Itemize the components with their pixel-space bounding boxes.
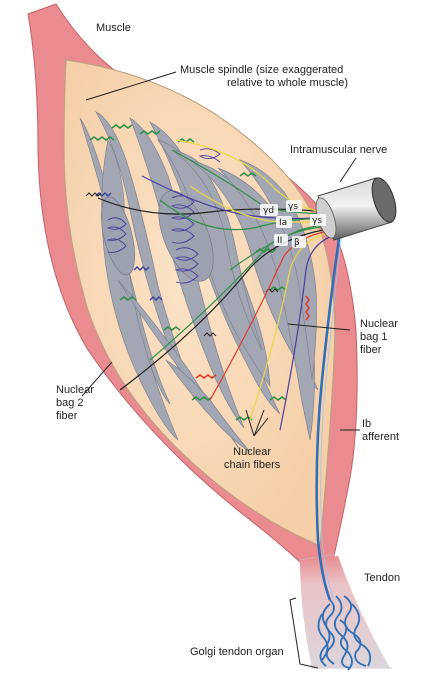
label-chain-line1: Nuclear bbox=[233, 446, 272, 458]
label-ii: II bbox=[277, 236, 282, 246]
label-muscle-spindle: Muscle spindle (size exaggerated relativ… bbox=[180, 64, 400, 90]
label-muscle-spindle-line1: Muscle spindle (size exaggerated bbox=[180, 64, 344, 76]
label-gamma-s-lower: γs bbox=[312, 216, 322, 226]
label-ib-afferent: Ib afferent bbox=[362, 418, 399, 444]
label-bag2-line1: Nuclear bbox=[56, 384, 94, 396]
label-bag2-line3: fiber bbox=[56, 410, 78, 422]
label-tendon: Tendon bbox=[364, 572, 401, 584]
label-ib-line2: afferent bbox=[362, 431, 400, 443]
nerve-type-labels: γd γs Ia γs II β bbox=[260, 200, 326, 248]
label-chain-line2: chain fibers bbox=[224, 459, 281, 471]
label-nuclear-bag-1: Nuclear bag 1 fiber bbox=[360, 318, 398, 357]
label-golgi-tendon-organ: Golgi tendon organ bbox=[190, 646, 284, 658]
label-bag1-line1: Nuclear bbox=[360, 318, 398, 330]
label-bag1-line3: fiber bbox=[360, 344, 382, 356]
label-beta: β bbox=[294, 238, 300, 248]
leader-lines bbox=[81, 71, 360, 669]
label-nuclear-chain-fibers: Nuclear chain fibers bbox=[224, 446, 280, 472]
label-nuclear-bag-2: Nuclear bag 2 fiber bbox=[56, 384, 94, 423]
secondary-endings bbox=[95, 192, 163, 301]
label-ia: Ia bbox=[279, 218, 287, 228]
label-bag2-line2: bag 2 bbox=[56, 397, 84, 409]
label-bag1-line2: bag 1 bbox=[360, 331, 388, 343]
label-gamma-d: γd bbox=[263, 206, 274, 216]
intramuscular-nerve bbox=[315, 177, 397, 241]
label-ib-line1: Ib bbox=[362, 418, 372, 430]
golgi-tendon-organ-terminals bbox=[317, 595, 372, 671]
motor-endings bbox=[195, 295, 310, 379]
label-intramuscular-nerve: Intramuscular nerve bbox=[290, 144, 388, 156]
ib-afferent-fiber bbox=[315, 231, 342, 601]
nuclear-bag-regions bbox=[101, 190, 214, 282]
sensory-spirals bbox=[89, 124, 287, 421]
label-muscle: Muscle bbox=[96, 22, 131, 34]
label-muscle-spindle-line2: relative to whole muscle) bbox=[227, 77, 349, 89]
label-gamma-s-upper: γs bbox=[288, 202, 298, 212]
gamma-motor-loops bbox=[106, 148, 221, 284]
